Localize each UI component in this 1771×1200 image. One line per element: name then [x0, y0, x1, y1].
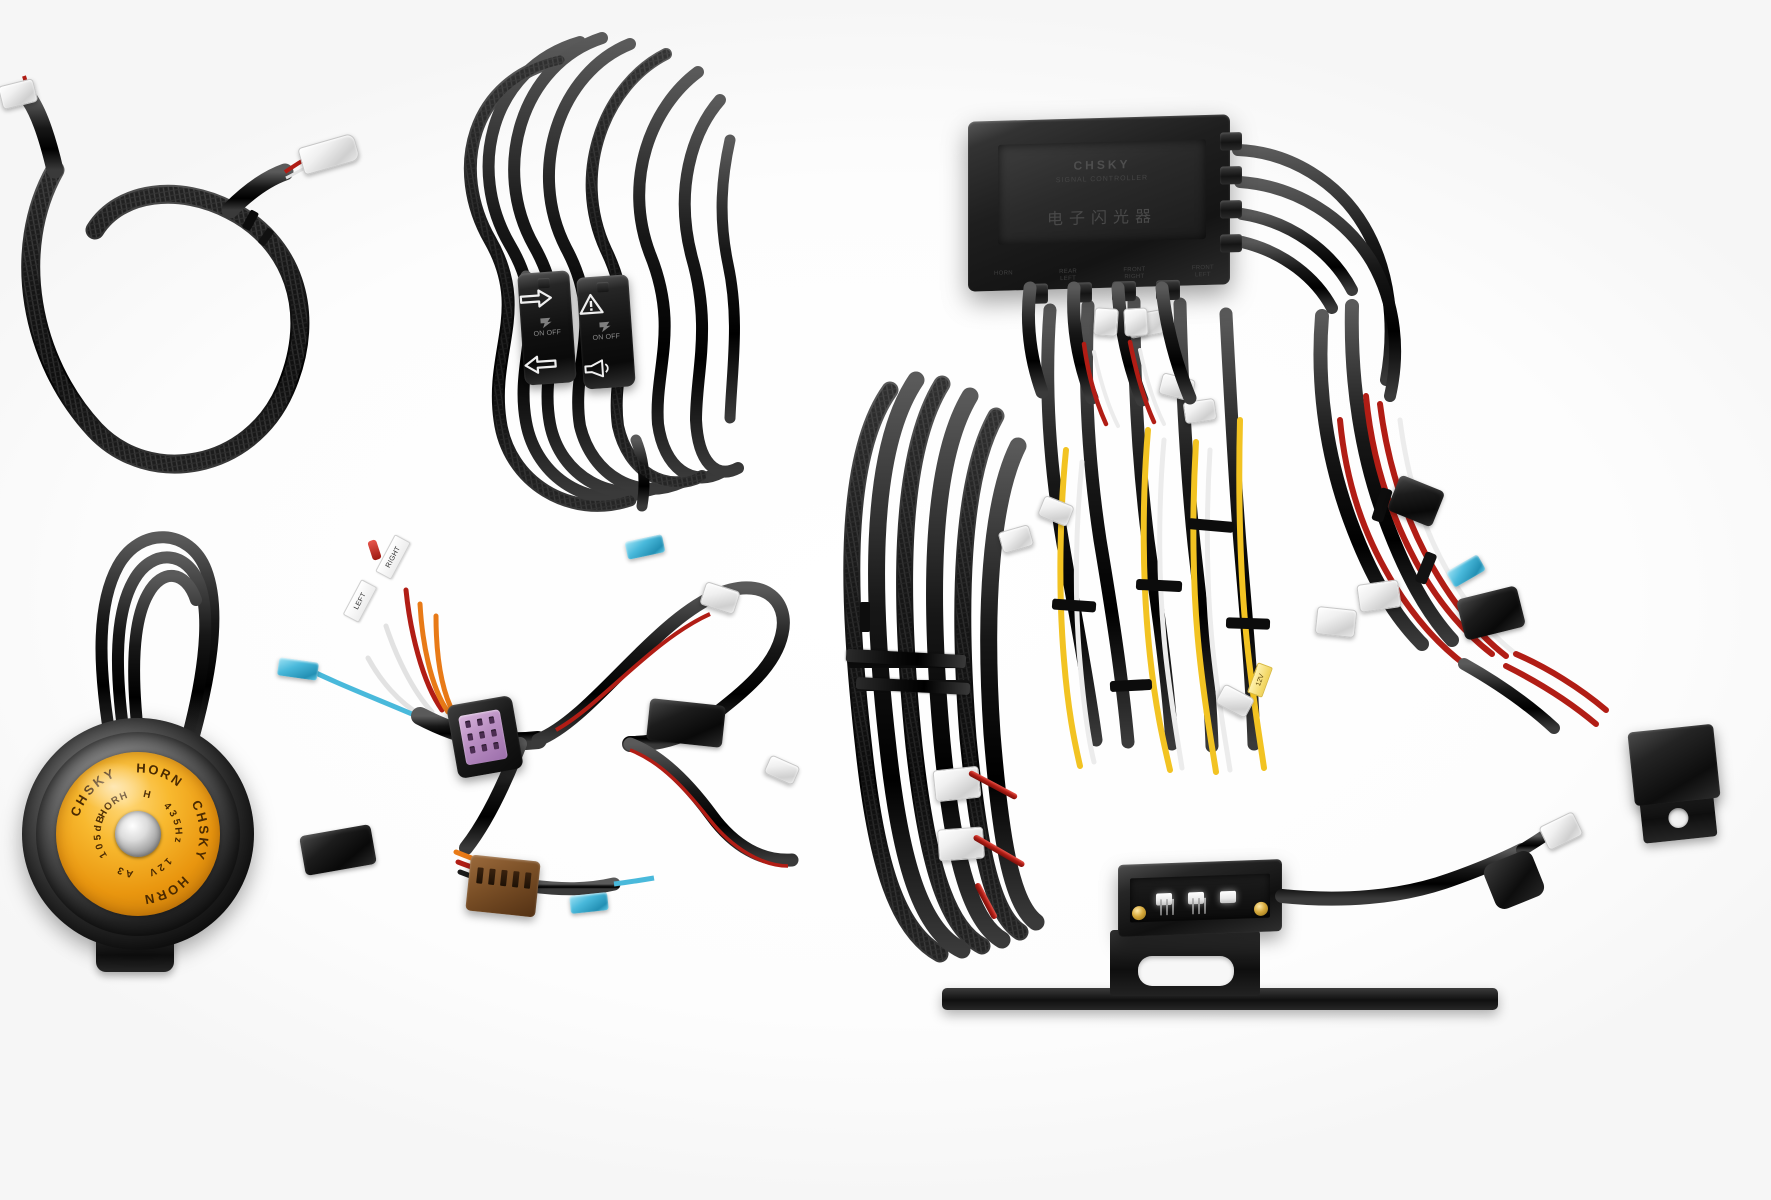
module-port-label-1: REAR LEFT [1059, 268, 1078, 283]
module-panel-marks: 电子闪光器 [1046, 208, 1157, 229]
module-subtitle-label: SIGNAL CONTROLLER [1055, 174, 1149, 185]
main-harness-connector-b [936, 826, 986, 862]
horn-icon [582, 356, 635, 380]
module-port-label-2: FRONT RIGHT [1123, 266, 1146, 281]
module-brand-label: CHSKY [1073, 157, 1131, 173]
module-output-cables [1180, 130, 1460, 430]
right-arrow-icon [518, 286, 571, 310]
ground-cable [0, 60, 400, 480]
horn-center-hub [115, 811, 161, 857]
license-plate-led-light [1118, 859, 1282, 937]
switch-mid-icon-left [538, 315, 555, 330]
hazard-triangle-icon [577, 290, 630, 316]
control-module: CHSKY SIGNAL CONTROLLER 电子闪光器 HORN REAR … [968, 114, 1242, 305]
automotive-relay [1627, 723, 1721, 807]
turn-signal-switch[interactable]: ON OFF [517, 270, 577, 386]
led-chip-1 [1156, 892, 1172, 906]
purple-connector-face [458, 709, 509, 766]
led-chip-2 [1188, 891, 1204, 905]
license-plate-bar [942, 988, 1498, 1010]
license-plate-pcb [1130, 873, 1270, 923]
relay-mounting-hole [1667, 807, 1690, 830]
switch-harness-coil [430, 20, 830, 540]
hazard-horn-switch[interactable]: ON OFF [576, 274, 636, 390]
module-socket-right-4 [1220, 234, 1242, 253]
brown-connector [465, 854, 541, 918]
left-arrow-icon [523, 352, 576, 376]
module-bottom-connector-1 [1093, 307, 1119, 337]
plate-light-screw-right [1254, 901, 1268, 917]
purple-12pin-connector [446, 694, 524, 780]
module-bottom-cables [1000, 281, 1260, 462]
module-bottom-connector-2 [1123, 307, 1149, 337]
switch-mid-icon-right [597, 319, 614, 334]
power-lead-white-connector [1356, 579, 1402, 613]
module-port-label-3: FRONT LEFT [1191, 264, 1214, 279]
module-socket-right-1 [1220, 132, 1242, 151]
module-socket-right-2 [1220, 166, 1242, 185]
led-chip-3 [1220, 890, 1236, 904]
main-harness-coil [830, 350, 1090, 990]
license-plate-cutout [1138, 956, 1234, 986]
inline-connector-right [646, 698, 726, 748]
plate-light-screw-left [1132, 905, 1146, 921]
module-socket-right-3 [1220, 200, 1242, 219]
control-module-panel: CHSKY SIGNAL CONTROLLER 电子闪光器 [998, 139, 1206, 245]
power-lead-white-connector-2 [1314, 605, 1358, 639]
